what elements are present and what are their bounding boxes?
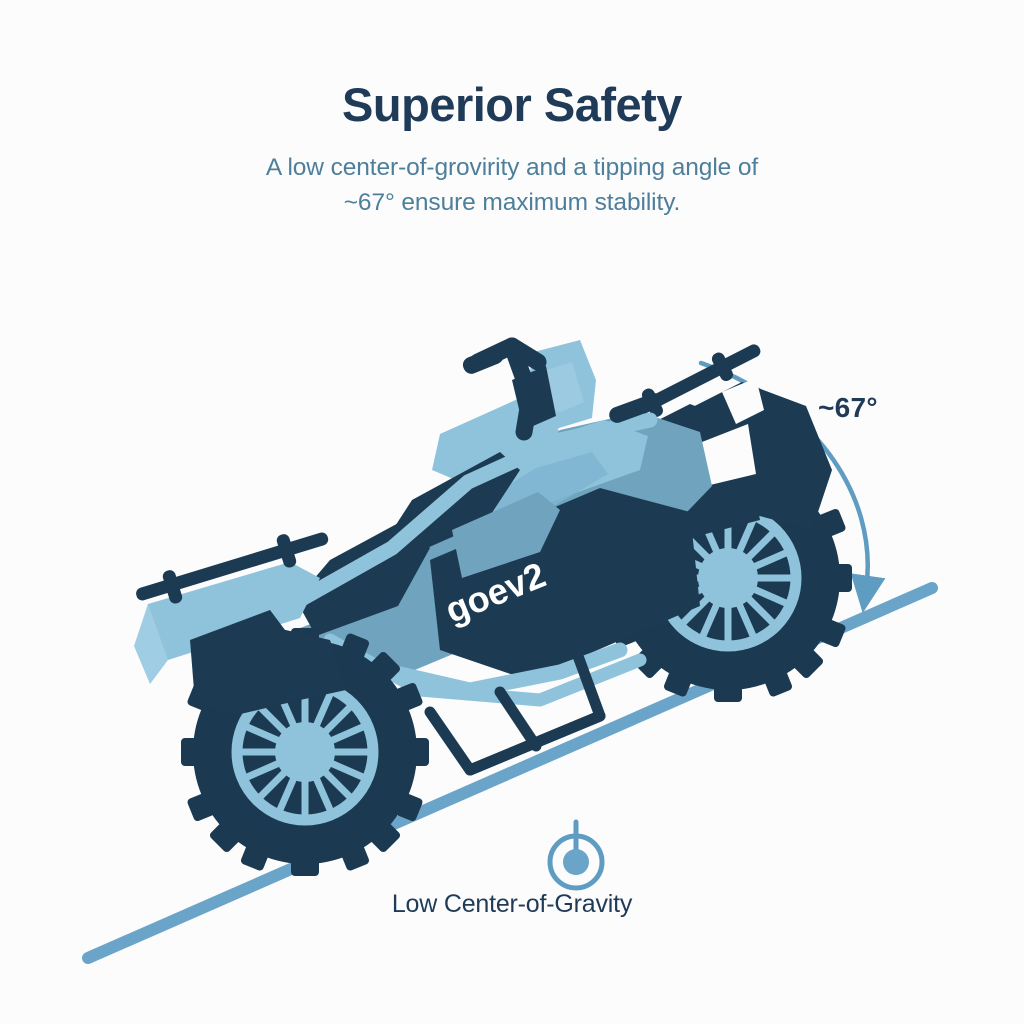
right-grip (609, 393, 663, 423)
center-of-gravity-icon (547, 819, 605, 891)
lower-frame (424, 650, 606, 776)
header-block: Superior Safety A low center-of-grovirit… (0, 78, 1024, 221)
front-fender (196, 626, 346, 716)
tipping-angle-arc (698, 360, 886, 614)
cog-caption: Low Center-of-Gravity (391, 890, 633, 918)
tipping-angle-label: ~67° (818, 392, 878, 423)
page-subtitle: A low center-of-grovirity and a tipping … (265, 154, 759, 216)
atv-vehicle: goev2 (134, 337, 852, 876)
page-title: Superior Safety (342, 78, 682, 131)
